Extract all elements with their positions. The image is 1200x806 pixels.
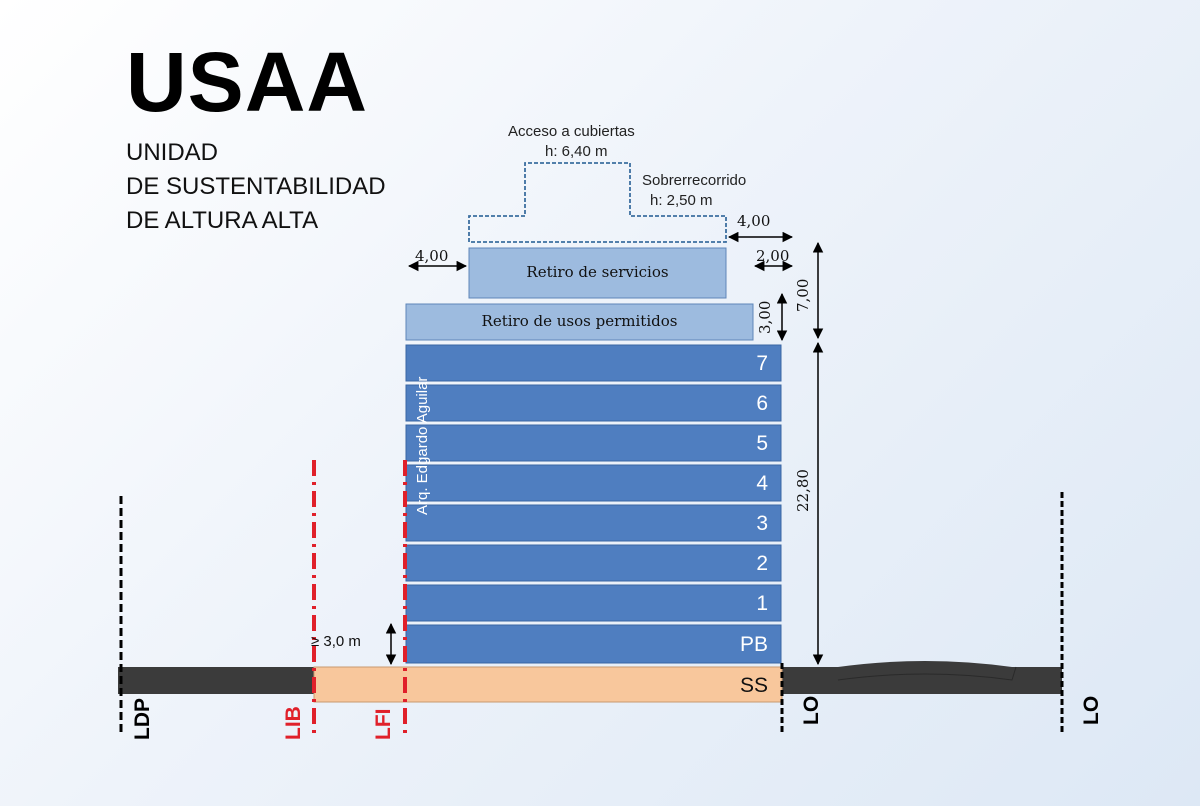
floor-5 bbox=[405, 424, 782, 462]
lib-label: LIB bbox=[282, 706, 305, 740]
floor-label-3: 3 bbox=[756, 512, 768, 535]
floor-label-6: 6 bbox=[756, 392, 768, 415]
floor-pb bbox=[405, 624, 782, 664]
lo-right-label: LO bbox=[1080, 695, 1103, 725]
dim-main-height: 22,80 bbox=[794, 469, 812, 512]
overrun-label: Sobrerrecorrido bbox=[642, 172, 747, 189]
floor-label-5: 5 bbox=[756, 432, 768, 455]
permitted-uses-band-label: Retiro de usos permitidos bbox=[481, 312, 678, 330]
basement-label: SS bbox=[739, 674, 768, 697]
floor-stack bbox=[405, 344, 782, 664]
basement-slab bbox=[313, 666, 783, 703]
roof-access-label: Acceso a cubiertas bbox=[508, 123, 635, 140]
dim-top-setback: 4,00 bbox=[737, 212, 771, 230]
subtitle-line-3: DE ALTURA ALTA bbox=[126, 207, 319, 234]
floor-7 bbox=[405, 344, 782, 382]
roof-access-height: h: 6,40 m bbox=[545, 143, 608, 160]
street-curb bbox=[837, 666, 1017, 681]
floor-label-4: 4 bbox=[756, 472, 768, 495]
floor-label-pb: PB bbox=[739, 633, 768, 656]
roof-access-outline bbox=[468, 162, 727, 243]
author-credit: Arq. Edgardo Aguilar bbox=[414, 376, 431, 515]
dim-permitted-height: 3,00 bbox=[756, 300, 774, 334]
ground-right bbox=[782, 661, 1062, 694]
permitted-uses-band bbox=[405, 303, 754, 341]
services-band-label: Retiro de servicios bbox=[526, 263, 669, 281]
ldp-label: LDP bbox=[131, 698, 154, 740]
dim-upper-height: 7,00 bbox=[794, 278, 812, 312]
floor-label-2: 2 bbox=[756, 552, 768, 575]
lo-left-label: LO bbox=[800, 695, 823, 725]
lfi-label: LFI bbox=[372, 708, 395, 741]
dim-services-setback: 2,00 bbox=[756, 247, 790, 265]
dim-ground-clearance: ≥ 3,0 m bbox=[311, 633, 361, 650]
ground-left bbox=[118, 667, 314, 694]
page-title: USAA bbox=[126, 35, 369, 129]
services-band bbox=[468, 247, 727, 299]
overrun-height: h: 2,50 m bbox=[650, 192, 713, 209]
floor-6 bbox=[405, 384, 782, 422]
dim-left-setback: 4,00 bbox=[415, 247, 449, 265]
floor-label-7: 7 bbox=[756, 352, 768, 375]
subtitle-line-1: UNIDAD bbox=[126, 139, 219, 166]
floor-1 bbox=[405, 584, 782, 622]
floor-label-1: 1 bbox=[756, 592, 768, 615]
subtitle-line-2: DE SUSTENTABILIDAD bbox=[126, 173, 386, 200]
